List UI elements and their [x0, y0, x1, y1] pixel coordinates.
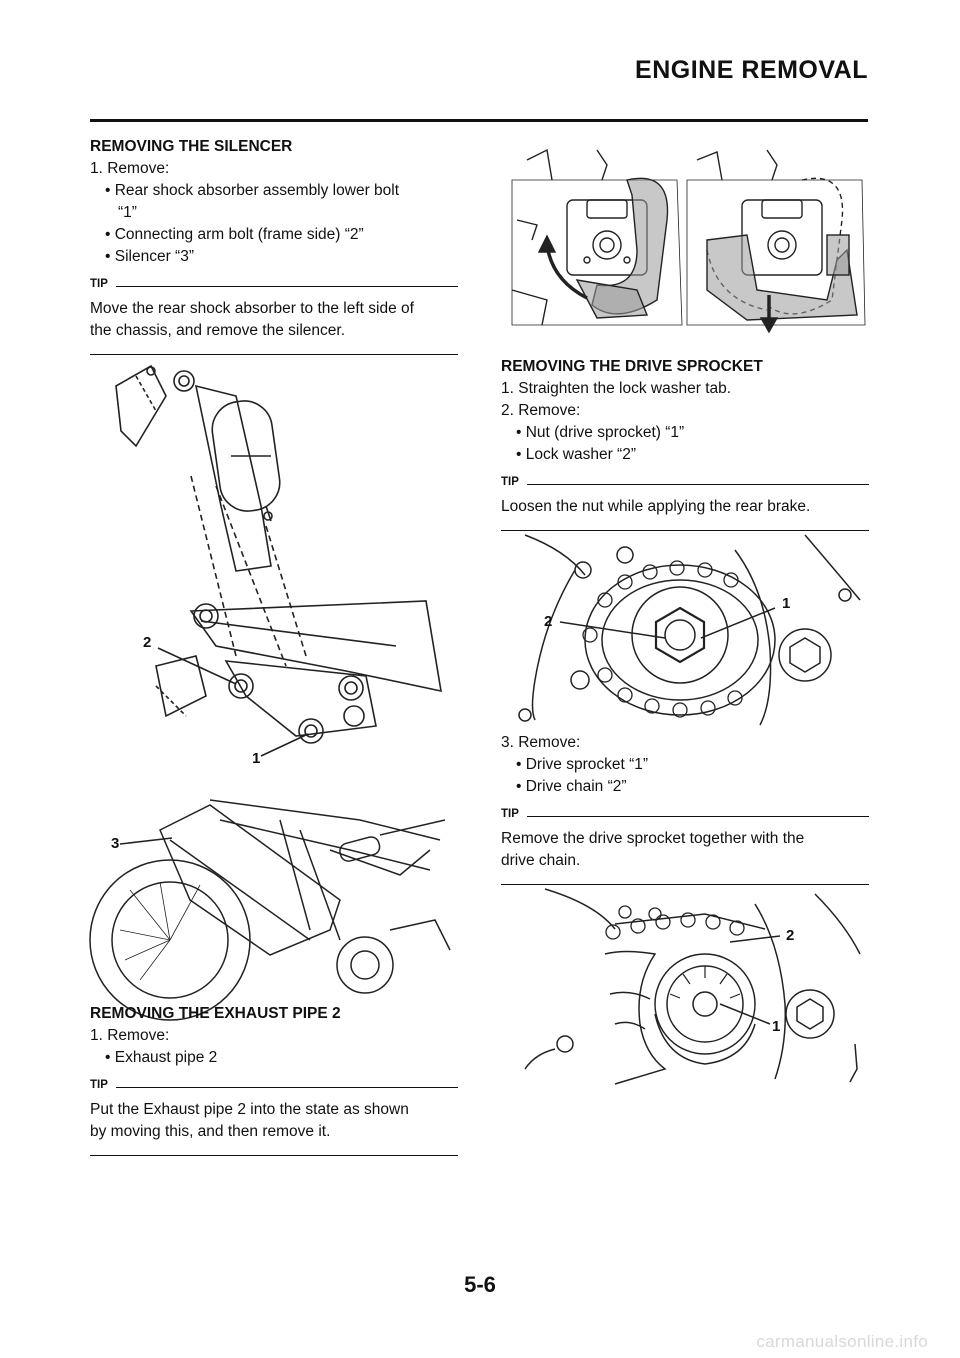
- callout-label: 2: [786, 927, 795, 944]
- sprocket-item: • Drive sprocket “1”: [516, 756, 649, 773]
- tip-header: TIP: [90, 1077, 458, 1093]
- tip-end-rule: [501, 884, 869, 885]
- tip-text: Loosen the nut while applying the rear b…: [501, 498, 811, 515]
- exhaust-item: • Exhaust pipe 2: [105, 1049, 218, 1066]
- tip-label: TIP: [501, 476, 519, 488]
- sprocket-item: • Nut (drive sprocket) “1”: [516, 424, 685, 441]
- tip-label: TIP: [90, 1079, 108, 1091]
- sprocket-step-2: 2. Remove:: [501, 402, 581, 419]
- sprocket-heading: REMOVING THE DRIVE SPROCKET: [501, 358, 763, 375]
- callout-label: 1: [772, 1018, 781, 1035]
- tip-end-rule: [501, 530, 869, 531]
- tip-text: Put the Exhaust pipe 2 into the state as…: [90, 1101, 409, 1118]
- tip-text: Move the rear shock absorber to the left…: [90, 300, 414, 317]
- silencer-item: • Rear shock absorber assembly lower bol…: [105, 182, 400, 199]
- tip-label: TIP: [90, 278, 108, 290]
- tip-text: by moving this, and then remove it.: [90, 1123, 331, 1140]
- watermark[interactable]: carmanualsonline.info: [756, 1332, 928, 1351]
- drive-sprocket-chain-illustration: 2 1: [505, 884, 868, 1085]
- exhaust-section: REMOVING THE EXHAUST PIPE 2 1. Remove: •…: [90, 1003, 458, 1156]
- tip-text: the chassis, and remove the silencer.: [90, 322, 346, 339]
- silencer-item: “1”: [118, 204, 137, 221]
- callout-label: 3: [111, 835, 120, 852]
- tip-rule: [526, 483, 869, 485]
- sprocket-item: • Lock washer “2”: [516, 446, 636, 463]
- shock-absorber-illustration: 2 1: [96, 356, 458, 767]
- drive-sprocket-nut-illustration: 1 2: [505, 530, 868, 728]
- silencer-item: • Silencer “3”: [105, 248, 194, 265]
- sprocket-step-1: 1. Straighten the lock washer tab.: [501, 380, 732, 397]
- silencer-heading: REMOVING THE SILENCER: [90, 138, 293, 155]
- tip-end-rule: [90, 354, 458, 355]
- silencer-illustration: 3: [89, 780, 458, 1021]
- silencer-item: • Connecting arm bolt (frame side) “2”: [105, 226, 364, 243]
- callout-label: 1: [782, 595, 791, 612]
- exhaust-heading: REMOVING THE EXHAUST PIPE 2: [90, 1005, 341, 1022]
- tip-rule: [115, 1086, 458, 1088]
- page-title: ENGINE REMOVAL: [635, 56, 868, 84]
- callout-label: 2: [143, 634, 152, 651]
- exhaust-step-1: 1. Remove:: [90, 1027, 170, 1044]
- tip-header: TIP: [501, 474, 869, 490]
- tip-end-rule: [90, 1155, 458, 1156]
- sprocket-item: • Drive chain “2”: [516, 778, 627, 795]
- silencer-step-1: 1. Remove:: [90, 160, 170, 177]
- exhaust-pipe-illustration: [507, 140, 867, 340]
- silencer-section: REMOVING THE SILENCER 1. Remove: • Rear …: [90, 136, 458, 355]
- tip-header: TIP: [90, 276, 458, 292]
- tip-rule: [526, 815, 869, 817]
- header-rule: [90, 119, 868, 122]
- tip-rule: [115, 285, 458, 287]
- callout-label: 2: [544, 613, 553, 630]
- tip-text: Remove the drive sprocket together with …: [501, 830, 805, 847]
- tip-header: TIP: [501, 806, 869, 822]
- sprocket-section: REMOVING THE DRIVE SPROCKET 1. Straighte…: [501, 356, 869, 531]
- tip-text: drive chain.: [501, 852, 581, 869]
- callout-label: 1: [252, 750, 261, 767]
- tip-label: TIP: [501, 808, 519, 820]
- page-number: 5-6: [464, 1272, 496, 1297]
- sprocket-step-3: 3. Remove:: [501, 734, 581, 751]
- sprocket-step3-section: 3. Remove: • Drive sprocket “1” • Drive …: [501, 732, 869, 885]
